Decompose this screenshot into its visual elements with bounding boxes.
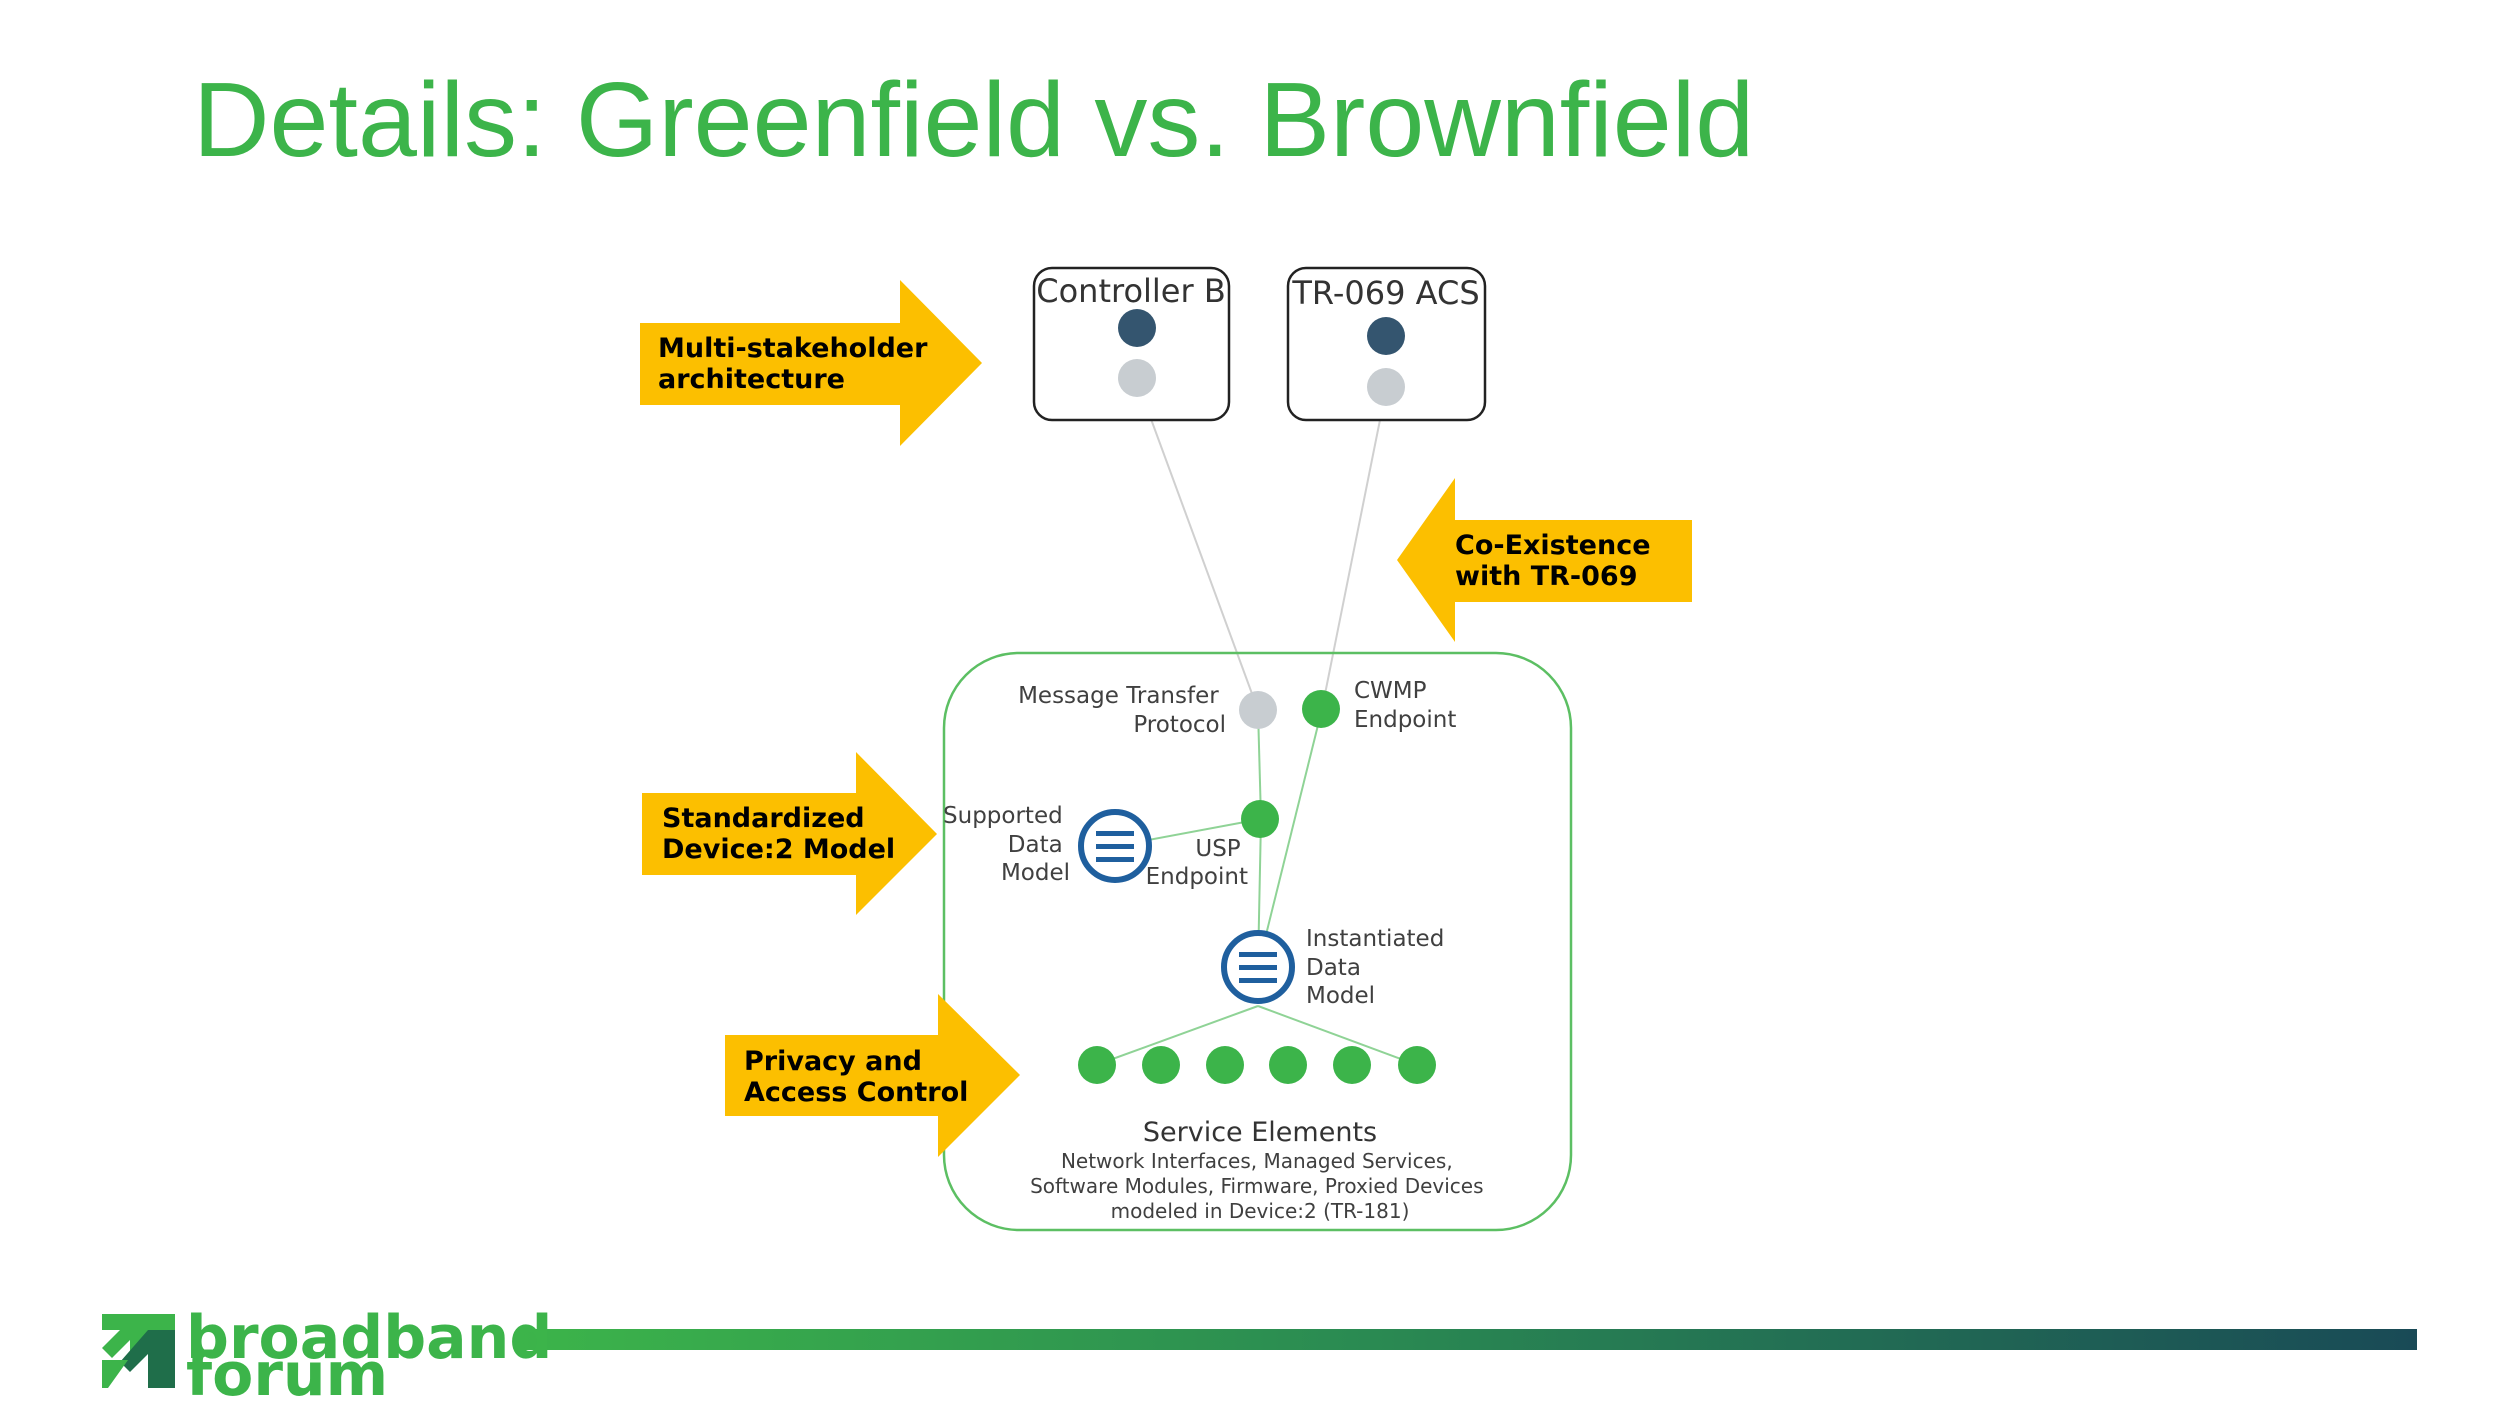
footer-bar: [516, 1329, 2417, 1350]
mtp-node: [1239, 691, 1277, 729]
controller-b-box: Controller B: [1032, 266, 1231, 422]
supported-data-model-icon: [1078, 809, 1152, 883]
broadband-forum-logo: broadband forum: [102, 1303, 552, 1406]
service-element-node: [1206, 1046, 1244, 1084]
usp-endpoint-node: [1241, 800, 1279, 838]
service-element-node: [1398, 1046, 1436, 1084]
tr069-acs-label: TR-069 ACS: [1291, 274, 1479, 312]
service-elements-title: Service Elements: [1143, 1117, 1377, 1148]
service-element-node: [1269, 1046, 1307, 1084]
svg-text:Privacy and Access Con: Privacy and Access Control: [744, 1046, 968, 1108]
service-element-node: [1078, 1046, 1116, 1084]
controller-b-dark-node: [1118, 309, 1156, 347]
instantiated-data-model-label: Instantiated Data Model: [1306, 926, 1452, 1009]
acs-dark-node: [1367, 317, 1405, 355]
line-acs-cwmp: [1321, 389, 1387, 710]
svg-text:Co-Existence with TR-0: Co-Existence with TR-069: [1455, 530, 1660, 592]
service-element-node: [1333, 1046, 1371, 1084]
slide-title: Details: Greenfield vs. Brownfield: [193, 61, 1755, 179]
mtp-label: Message Transfer Protocol: [1018, 683, 1226, 738]
service-elements-description: Network Interfaces, Managed Services, So…: [1030, 1149, 1490, 1223]
instantiated-data-model-icon: [1221, 930, 1295, 1004]
cwmp-label: CWMP Endpoint: [1354, 678, 1456, 733]
svg-text:forum: forum: [186, 1340, 388, 1406]
svg-text:broadband: broadband: [186, 1303, 552, 1373]
acs-gray-node: [1367, 368, 1405, 406]
logo-mark-icon: [102, 1314, 175, 1358]
tr069-acs-box: TR-069 ACS: [1286, 266, 1487, 422]
supported-data-model-label: Supported Data Model: [943, 803, 1070, 886]
controller-b-label: Controller B: [1036, 272, 1226, 310]
arrow-coexistence: Co-Existence with TR-069: [1397, 478, 1692, 642]
svg-text:Multi-stakeholder arch: Multi-stakeholder architecture: [658, 333, 937, 395]
arrow-standardized: Standardized Device:2 Model: [642, 752, 937, 915]
controller-b-gray-node: [1118, 359, 1156, 397]
service-element-nodes: [1078, 1046, 1436, 1084]
service-element-node: [1142, 1046, 1180, 1084]
line-cwmp-instantiated: [1257, 708, 1323, 968]
usp-endpoint-label: USP Endpoint: [1146, 836, 1248, 890]
svg-text:Standardized Device:2: Standardized Device:2 Model: [662, 803, 895, 865]
line-instantiated-se6: [1257, 1005, 1418, 1066]
arrow-multi-stakeholder: Multi-stakeholder architecture: [640, 280, 982, 446]
cwmp-node: [1302, 690, 1340, 728]
device-container: [942, 651, 1573, 1232]
line-instantiated-se1: [1095, 1005, 1259, 1066]
arrow-privacy: Privacy and Access Control: [725, 994, 1020, 1157]
line-controller-mtp: [1136, 380, 1259, 711]
